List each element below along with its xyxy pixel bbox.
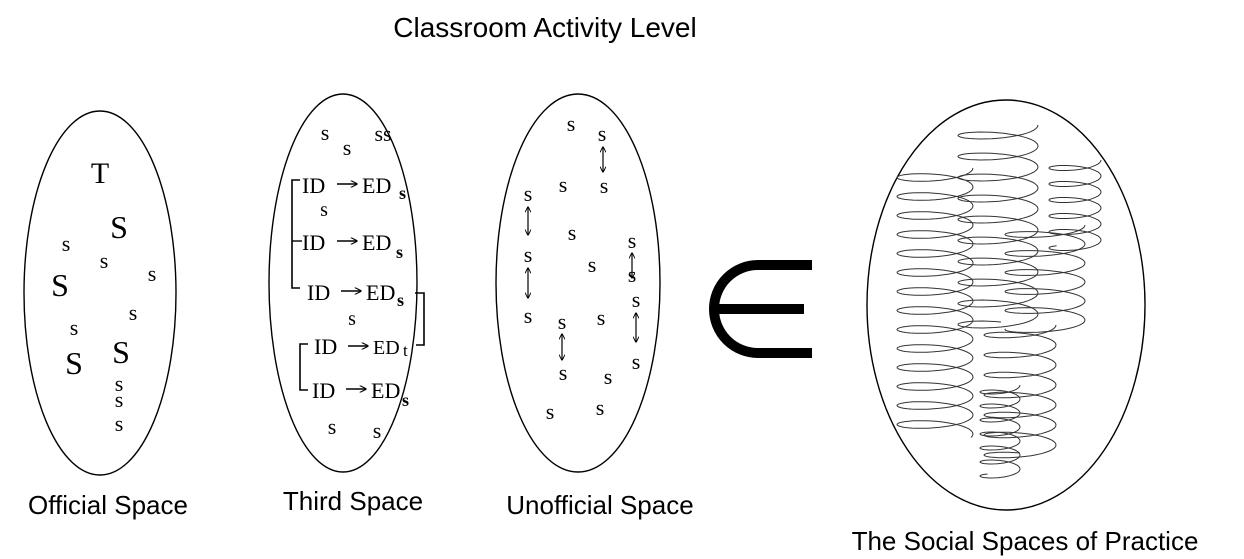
student-symbol: s bbox=[328, 414, 337, 439]
student-symbol: S bbox=[65, 345, 83, 381]
teacher-symbol: T bbox=[91, 157, 109, 190]
ed-label: ED bbox=[366, 280, 395, 305]
coil-spirals bbox=[896, 124, 1102, 479]
student-symbol: s bbox=[343, 135, 352, 160]
element-of-symbol bbox=[709, 260, 812, 358]
student-symbol: s bbox=[588, 252, 597, 277]
student-symbol: s bbox=[321, 120, 330, 145]
coil-spiral bbox=[1004, 224, 1086, 333]
student-symbol: s bbox=[524, 303, 533, 328]
ed-label: ED bbox=[362, 173, 391, 198]
student-symbol: s bbox=[348, 308, 356, 330]
student-symbol: s bbox=[559, 360, 568, 385]
student-symbol: s bbox=[320, 199, 328, 221]
social-spaces-label: The Social Spaces of Practice bbox=[852, 526, 1199, 556]
student-symbol: s bbox=[115, 411, 124, 436]
coil-spiral bbox=[979, 384, 1021, 479]
student-symbol: s bbox=[559, 172, 568, 197]
student-symbol: s bbox=[568, 220, 577, 245]
student-symbol: s bbox=[558, 309, 567, 334]
id-label: ID bbox=[302, 230, 325, 255]
student-symbol: s bbox=[115, 387, 124, 412]
ed-subscript: s bbox=[396, 242, 403, 262]
student-symbol: s bbox=[597, 305, 606, 330]
ed-label: ED bbox=[362, 230, 391, 255]
student-symbol: s bbox=[129, 300, 138, 325]
unofficial-space-label: Unofficial Space bbox=[506, 490, 693, 520]
student-symbol: s bbox=[100, 248, 109, 273]
coil-spiral bbox=[896, 167, 974, 438]
id-label: ID bbox=[302, 173, 325, 198]
student-symbol: s bbox=[567, 111, 576, 136]
student-symbol: s bbox=[373, 418, 382, 443]
coil-spiral bbox=[957, 124, 1039, 329]
student-symbol: ss bbox=[374, 121, 391, 146]
id-ed-row: ID ED t bbox=[314, 334, 408, 360]
student-symbol: s bbox=[70, 315, 79, 340]
ed-label: ED bbox=[373, 337, 400, 359]
unofficial-space: s s s s s s s s s s s s s s s s s s s Un… bbox=[495, 93, 694, 520]
ed-subscript: s bbox=[397, 290, 404, 310]
student-symbol: s bbox=[598, 121, 607, 146]
social-spaces: The Social Spaces of Practice bbox=[852, 99, 1199, 556]
social-spaces-ellipse bbox=[866, 99, 1146, 511]
student-symbol: s bbox=[115, 371, 124, 396]
student-symbol: s bbox=[600, 173, 609, 198]
official-space: T S s s s S s s S S s s s Official Space bbox=[23, 110, 188, 520]
ed-subscript: s bbox=[402, 390, 409, 410]
third-space: s s ss ID ED s s ID ED s ID ED s s ID ED… bbox=[268, 93, 425, 516]
diagram-title: Classroom Activity Level bbox=[393, 12, 696, 43]
student-symbol: s bbox=[596, 395, 605, 420]
student-symbol: s bbox=[524, 242, 533, 267]
ed-label: ED bbox=[371, 378, 400, 403]
unofficial-space-ellipse bbox=[495, 93, 661, 473]
id-ed-row: ID ED s bbox=[302, 173, 406, 203]
grouping-bracket bbox=[299, 343, 308, 391]
official-space-ellipse bbox=[23, 110, 177, 476]
official-space-label: Official Space bbox=[28, 490, 188, 520]
student-symbol: s bbox=[62, 231, 71, 256]
student-symbol: s bbox=[148, 261, 157, 286]
grouping-bracket bbox=[415, 292, 425, 346]
id-ed-row: ID ED s bbox=[307, 280, 404, 310]
id-ed-row: ID ED s bbox=[302, 230, 403, 262]
student-symbol: S bbox=[51, 267, 69, 303]
coil-spiral bbox=[983, 324, 1057, 459]
id-label: ID bbox=[312, 378, 335, 403]
grouping-bracket bbox=[291, 179, 300, 289]
student-symbol: s bbox=[628, 228, 637, 253]
student-symbol: s bbox=[524, 181, 533, 206]
id-label: ID bbox=[307, 280, 330, 305]
student-symbol: s bbox=[632, 349, 641, 374]
student-symbol: s bbox=[632, 287, 641, 312]
student-symbol: s bbox=[604, 364, 613, 389]
id-label: ID bbox=[314, 334, 337, 359]
student-symbol: S bbox=[110, 209, 128, 245]
student-symbol: S bbox=[112, 334, 130, 370]
id-ed-row: ID ED s bbox=[312, 378, 409, 410]
coil-spiral bbox=[1048, 159, 1102, 251]
ed-subscript: t bbox=[403, 341, 408, 360]
ed-subscript: s bbox=[399, 183, 406, 203]
student-symbol: s bbox=[546, 399, 555, 424]
third-space-ellipse bbox=[268, 93, 418, 473]
third-space-label: Third Space bbox=[283, 486, 423, 516]
